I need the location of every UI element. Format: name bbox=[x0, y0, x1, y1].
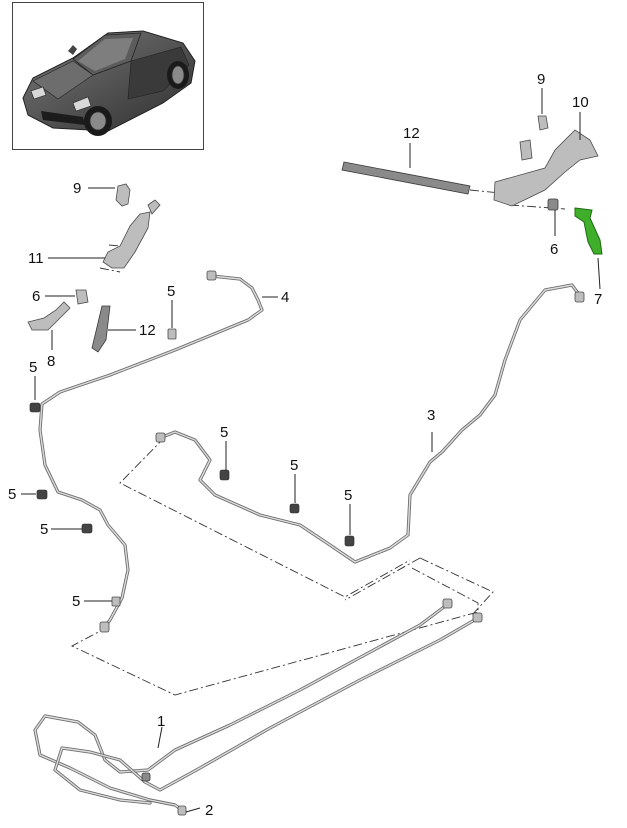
callout-10: 10 bbox=[572, 94, 589, 111]
callout-3: 3 bbox=[427, 407, 435, 424]
pipe-clip bbox=[81, 523, 93, 534]
pipe-clip bbox=[111, 596, 121, 607]
fitting-icon bbox=[472, 612, 483, 623]
fitting-icon bbox=[99, 621, 110, 633]
callout-8: 8 bbox=[47, 353, 55, 370]
callout-6: 6 bbox=[550, 241, 558, 258]
pipe-clip bbox=[36, 489, 48, 500]
callout-11: 11 bbox=[28, 250, 44, 267]
pipe-clip bbox=[167, 328, 177, 340]
callout-5: 5 bbox=[8, 486, 16, 503]
callout-5: 5 bbox=[29, 359, 37, 376]
pipe-clip bbox=[219, 469, 230, 481]
callout-12: 12 bbox=[403, 125, 420, 142]
mounting-bracket bbox=[102, 211, 151, 269]
fitting-icon bbox=[141, 772, 151, 782]
brake-line-3 bbox=[155, 283, 585, 564]
fitting-icon bbox=[442, 598, 453, 609]
grommet-icon bbox=[75, 289, 89, 305]
pipe-clip bbox=[289, 503, 300, 514]
callout-6: 6 bbox=[32, 288, 40, 305]
callout-5: 5 bbox=[220, 424, 228, 441]
pipe-clip bbox=[344, 535, 355, 547]
brake-hose-icon bbox=[91, 305, 111, 353]
brake-line-2 bbox=[53, 612, 483, 816]
fitting-icon bbox=[574, 291, 585, 303]
bracket-assembly-left bbox=[27, 183, 161, 353]
fitting-icon bbox=[206, 270, 217, 281]
fitting-icon bbox=[177, 805, 187, 816]
brake-hose-7-highlight bbox=[574, 207, 603, 255]
brake-hose-icon bbox=[341, 161, 471, 195]
callout-5: 5 bbox=[344, 487, 352, 504]
callout-1: 1 bbox=[157, 713, 165, 730]
grommet-icon bbox=[547, 198, 559, 211]
reference-outline-rear bbox=[70, 557, 494, 696]
vehicle-thumbnail bbox=[12, 2, 204, 150]
bolt-icon bbox=[115, 183, 131, 207]
callout-4: 4 bbox=[281, 289, 289, 306]
brake-line-segment-icon bbox=[27, 301, 71, 331]
callout-12: 12 bbox=[139, 322, 156, 339]
callout-5: 5 bbox=[167, 283, 175, 300]
bracket-assembly-right bbox=[341, 115, 603, 255]
callout-5: 5 bbox=[290, 457, 298, 474]
brake-line-1 bbox=[33, 598, 453, 814]
callout-9: 9 bbox=[73, 180, 81, 197]
fitting-icon bbox=[155, 432, 166, 443]
car-illustration bbox=[22, 30, 196, 136]
callout-2: 2 bbox=[205, 802, 213, 819]
callout-7: 7 bbox=[594, 291, 602, 308]
reference-outline-center bbox=[119, 436, 411, 598]
brake-line-4 bbox=[38, 270, 264, 633]
callout-5: 5 bbox=[72, 593, 80, 610]
callout-5: 5 bbox=[40, 521, 48, 538]
bolt-icon bbox=[537, 115, 549, 131]
pipe-clip bbox=[29, 402, 41, 413]
callout-9: 9 bbox=[537, 71, 545, 88]
mounting-bracket bbox=[493, 129, 599, 207]
